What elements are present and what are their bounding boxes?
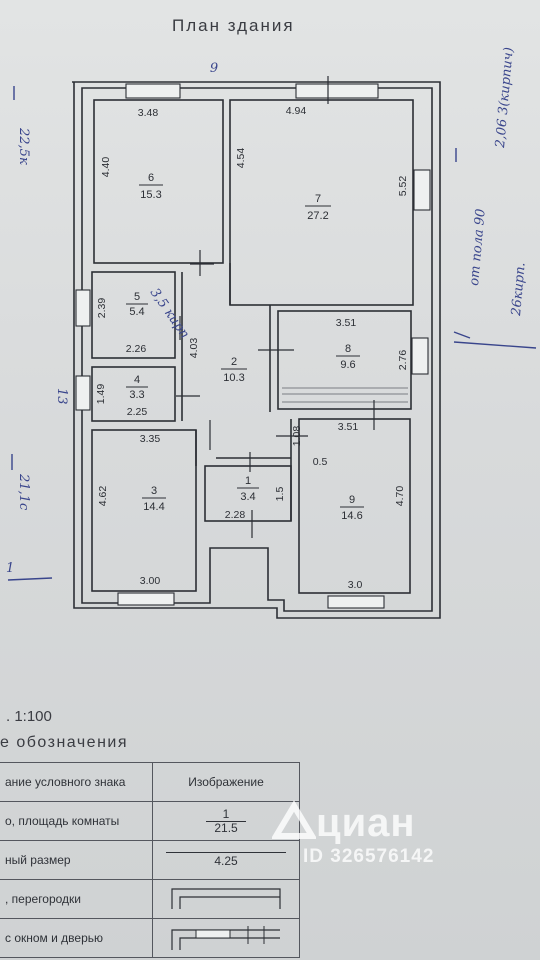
dim-r9-top: 3.51 <box>338 421 359 433</box>
scale-note: . 1:100 <box>6 708 52 725</box>
legend-row: ный размер 4.25 <box>0 840 300 880</box>
dim-r9-bottom: 3.0 <box>348 579 363 591</box>
room-number: 5 <box>134 291 140 303</box>
fraction-top: 1 <box>222 806 230 821</box>
watermark-logo: циан <box>270 800 416 846</box>
legend-image: Изображение <box>152 762 300 802</box>
room-label-3: 314.4 <box>142 485 166 513</box>
dim-r5-side: 2.39 <box>96 298 108 319</box>
dim-r5-bottom: 2.26 <box>126 343 147 355</box>
fraction-bottom: 21.5 <box>206 820 246 835</box>
room-label-7: 727.2 <box>305 193 331 222</box>
room-area: 14.4 <box>143 501 164 513</box>
page-title: План здания <box>172 16 295 35</box>
interior-walls <box>91 99 414 594</box>
room-area: 9.6 <box>340 359 355 371</box>
note-right-top: 2,06 3(кирпич) <box>493 47 517 150</box>
dim-r2-side: 4.03 <box>188 338 200 359</box>
dim-r1-side: 1.5 <box>274 487 286 502</box>
watermark-id: ID 326576142 <box>303 846 435 867</box>
dim-r6-top: 3.48 <box>138 107 159 119</box>
room-number: 4 <box>134 374 140 386</box>
legend-heading: е обозначения <box>0 734 129 751</box>
dim-r9-gap: 1.08 <box>291 426 303 447</box>
dim-r7-top: 4.94 <box>286 105 307 117</box>
dim-r9-small: 0.5 <box>313 456 328 468</box>
dim-r3-bottom: 3.00 <box>140 575 161 587</box>
door-ticks <box>176 76 375 538</box>
floor-plan: 615.3 727.2 55.4 210.3 89.6 43.3 13.4 31… <box>6 47 537 619</box>
note-r5: 3,5 кирп <box>147 286 192 342</box>
dimension-symbol: 4.25 <box>166 852 287 868</box>
room-number: 8 <box>345 343 351 355</box>
room-area: 3.3 <box>129 389 144 401</box>
note-right-bottom: 26кирп. <box>509 262 529 318</box>
room-number: 9 <box>349 494 355 506</box>
note-top-mark: 9 <box>210 61 218 76</box>
bath-hatch <box>282 387 408 403</box>
room-fraction-symbol: 1 21.5 <box>206 806 246 835</box>
note-left-mid: 13 <box>54 388 69 405</box>
dim-r4-side: 1.49 <box>95 384 107 405</box>
watermark-brand: циан <box>316 801 416 845</box>
room-number: 2 <box>231 356 237 368</box>
legend-row: ание условного знака Изображение <box>0 762 300 802</box>
dimension-labels: 3.48 4.40 4.94 4.54 5.52 2.39 2.26 4.03 … <box>95 105 409 591</box>
legend-name: ный размер <box>0 840 154 880</box>
wall-symbol <box>171 887 281 909</box>
room-area: 10.3 <box>223 372 244 384</box>
room-number: 3 <box>151 485 157 497</box>
legend-name: о, площадь комнаты <box>0 801 154 841</box>
room-number: 7 <box>315 193 321 205</box>
room-label-6: 615.3 <box>139 172 163 201</box>
room-label-9: 914.6 <box>340 494 364 522</box>
legend-table: ание условного знака Изображение о, площ… <box>0 762 300 958</box>
room-label-2: 210.3 <box>221 356 247 384</box>
dim-r7-side: 4.54 <box>235 148 247 169</box>
legend-name: , перегородки <box>0 879 154 919</box>
room-area: 15.3 <box>140 189 161 201</box>
room-area: 14.6 <box>341 510 362 522</box>
note-left-top: 22,5к <box>16 127 31 165</box>
legend-name: ание условного знака <box>0 762 154 802</box>
legend-row: с окном и дверью <box>0 918 300 958</box>
room-label-1: 13.4 <box>237 475 259 503</box>
dim-r8-top: 3.51 <box>336 317 357 329</box>
dim-r6-side: 4.40 <box>100 157 112 178</box>
room-number: 6 <box>148 172 154 184</box>
room-label-5: 55.4 <box>126 291 148 318</box>
windows <box>75 83 431 609</box>
legend-row: о, площадь комнаты 1 21.5 <box>0 801 300 841</box>
dim-r3-side: 4.62 <box>97 486 109 507</box>
dim-r3-top: 3.35 <box>140 433 161 445</box>
cian-house-icon <box>270 800 318 839</box>
window-door-symbol <box>171 925 281 950</box>
note-left-bottom: 21,1с <box>16 473 31 511</box>
room-label-8: 89.6 <box>336 343 360 371</box>
dim-r1-bottom: 2.28 <box>225 509 246 521</box>
room-label-4: 43.3 <box>126 374 148 401</box>
note-right-mid: от пола 90 <box>467 208 489 286</box>
dim-r9-right: 4.70 <box>394 486 406 507</box>
room-number: 1 <box>245 475 251 487</box>
dim-r7-right: 5.52 <box>397 176 409 197</box>
room-area: 27.2 <box>307 210 328 222</box>
dim-r4-bottom: 2.25 <box>127 406 148 418</box>
room-area: 5.4 <box>129 306 144 318</box>
legend-row: , перегородки <box>0 879 300 919</box>
note-left-far: 1 <box>6 561 14 576</box>
room-area: 3.4 <box>240 491 255 503</box>
legend-name: с окном и дверью <box>0 918 154 958</box>
dim-r8-right: 2.76 <box>397 350 409 371</box>
